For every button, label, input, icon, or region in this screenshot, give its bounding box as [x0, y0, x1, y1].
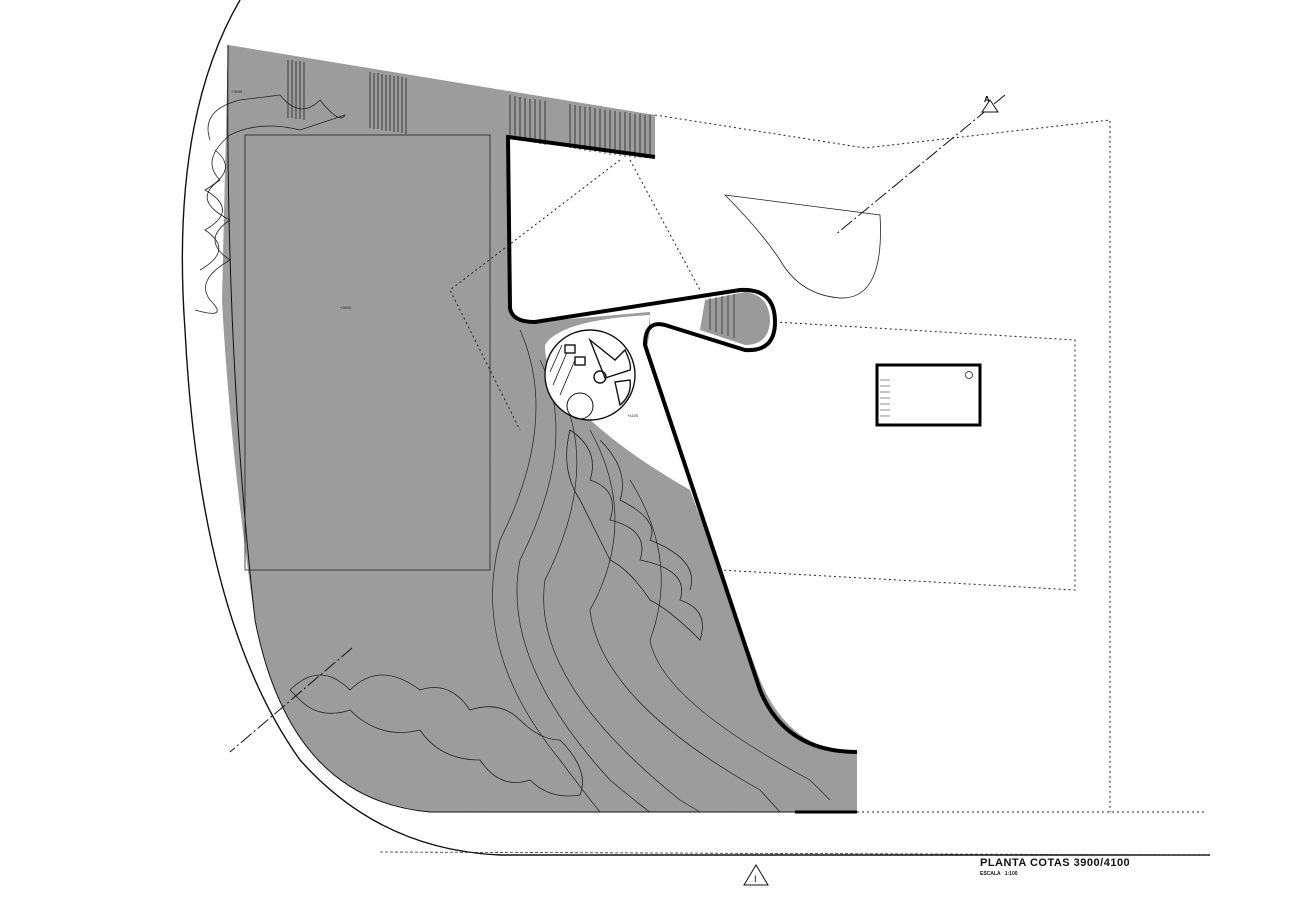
north-marker: I [743, 864, 769, 886]
spiral-stair [700, 292, 770, 345]
road-outer-edge [181, 0, 1210, 856]
section-marker-a: A [981, 95, 999, 113]
pool [875, 363, 982, 427]
level-mark: +4100 [627, 413, 639, 418]
level-mark: +3900 [340, 305, 352, 310]
contour-lines [492, 329, 831, 813]
svg-text:A: A [984, 95, 990, 104]
section-line [229, 94, 1006, 753]
drawing-scale: ESCALA 1:100 [980, 871, 1018, 877]
svg-text:I: I [754, 874, 757, 884]
drawing-title: PLANTA COTAS 3900/4100 [980, 857, 1131, 869]
building-wall-outline [505, 134, 858, 754]
level-mark: +3900 [231, 89, 243, 94]
hedge-vegetation [194, 94, 703, 797]
site-boundary-dotted [449, 114, 1210, 856]
scale-value: 1:100 [1004, 871, 1018, 877]
scale-label: ESCALA [980, 871, 1001, 877]
circular-pavilion [544, 329, 636, 421]
stair-hatching [287, 60, 651, 158]
sports-field [244, 134, 491, 571]
